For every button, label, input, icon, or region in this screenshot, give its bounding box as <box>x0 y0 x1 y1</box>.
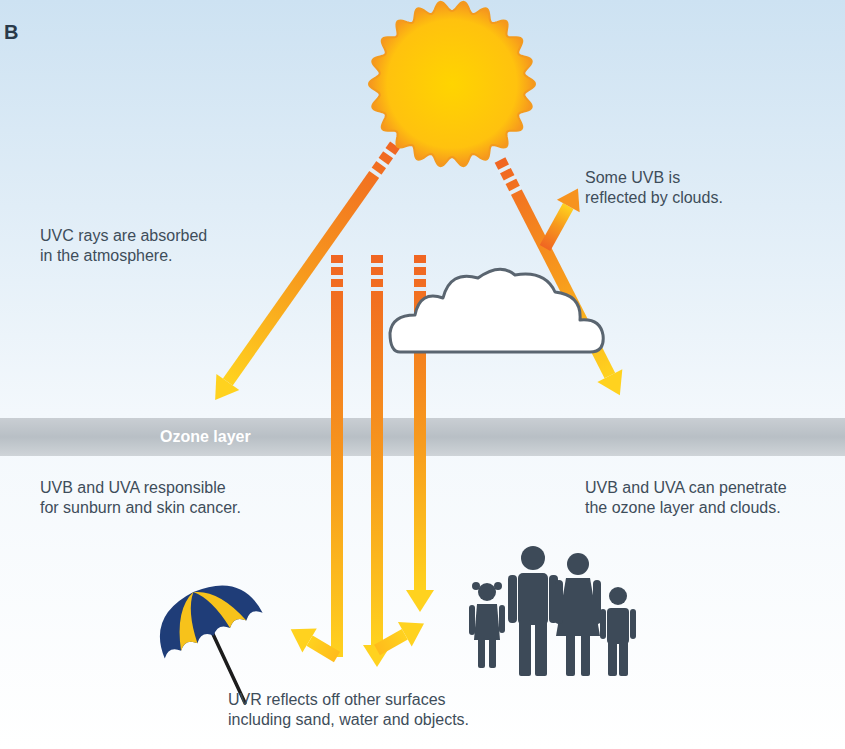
sun-disc <box>369 2 535 166</box>
band-label: Ozone layer <box>0 427 845 446</box>
uv-arrows <box>204 137 633 669</box>
ozone-layer-band: Ozone layer <box>0 418 845 456</box>
reflection-note: UVR reflects off other surfaces includin… <box>228 690 503 730</box>
panel-letter: B <box>4 20 18 45</box>
sun <box>369 2 535 166</box>
uvc-note: UVC rays are absorbed in the atmosphere. <box>40 226 218 266</box>
family-figures <box>469 546 636 676</box>
sunburn-note: UVB and UVA responsible for sunburn and … <box>40 478 245 518</box>
cloud-reflection-note: Some UVB is reflected by clouds. <box>585 168 725 208</box>
cloud <box>390 269 603 352</box>
penetration-note: UVB and UVA can penetrate the ozone laye… <box>585 478 810 518</box>
